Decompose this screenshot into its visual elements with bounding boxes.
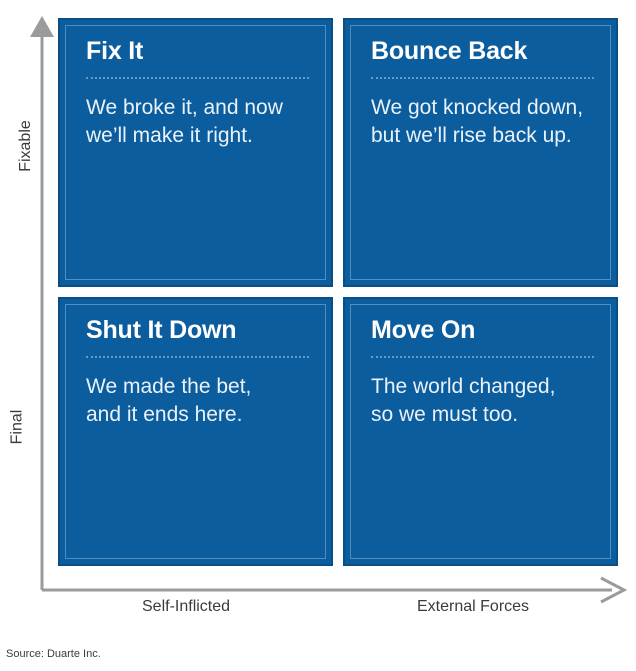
quadrant-shut-it-down[interactable]: Shut It Down We made the bet, and it end…: [58, 297, 333, 566]
x-axis-label-self-inflicted: Self-Inflicted: [142, 598, 231, 615]
quadrant-body: We made the bet, and it ends here.: [86, 374, 252, 426]
quadrant-fix-it[interactable]: Fix It We broke it, and now we’ll make i…: [58, 18, 333, 287]
quadrant-body: We broke it, and now we’ll make it right…: [86, 95, 283, 147]
quadrant-title: Fix It: [86, 37, 144, 65]
quadrant-bounce-back[interactable]: Bounce Back We got knocked down, but we’…: [343, 18, 618, 287]
quadrant-grid: Fix It We broke it, and now we’ll make i…: [58, 18, 618, 566]
quadrant-content: Shut It Down We made the bet, and it end…: [60, 299, 331, 429]
quadrant-divider: [86, 76, 309, 80]
quadrant-body: We got knocked down, but we’ll rise back…: [371, 95, 584, 147]
quadrant-divider: [371, 76, 594, 80]
quadrant-content: Move On The world changed, so we must to…: [345, 299, 616, 429]
quadrant-divider: [371, 355, 594, 359]
y-axis-label-fixable-text: Fixable: [16, 120, 34, 172]
quadrant-move-on[interactable]: Move On The world changed, so we must to…: [343, 297, 618, 566]
x-axis-arrowhead: [600, 576, 628, 604]
y-axis-label-final: Final: [0, 410, 34, 445]
y-axis-arrowhead: [30, 16, 54, 37]
y-axis-label-fixable: Fixable: [0, 120, 34, 172]
quadrant-body: The world changed, so we must too.: [371, 374, 556, 426]
quadrant-title: Bounce Back: [371, 37, 528, 65]
y-axis-label-final-text: Final: [8, 409, 26, 445]
quadrant-title: Move On: [371, 316, 476, 344]
source-note: Source: Duarte Inc.: [6, 648, 101, 660]
quadrant-title: Shut It Down: [86, 316, 237, 344]
quadrant-divider: [86, 355, 309, 359]
quadrant-content: Bounce Back We got knocked down, but we’…: [345, 20, 616, 150]
x-axis-label-external-forces: External Forces: [417, 598, 530, 615]
quadrant-content: Fix It We broke it, and now we’ll make i…: [60, 20, 331, 150]
